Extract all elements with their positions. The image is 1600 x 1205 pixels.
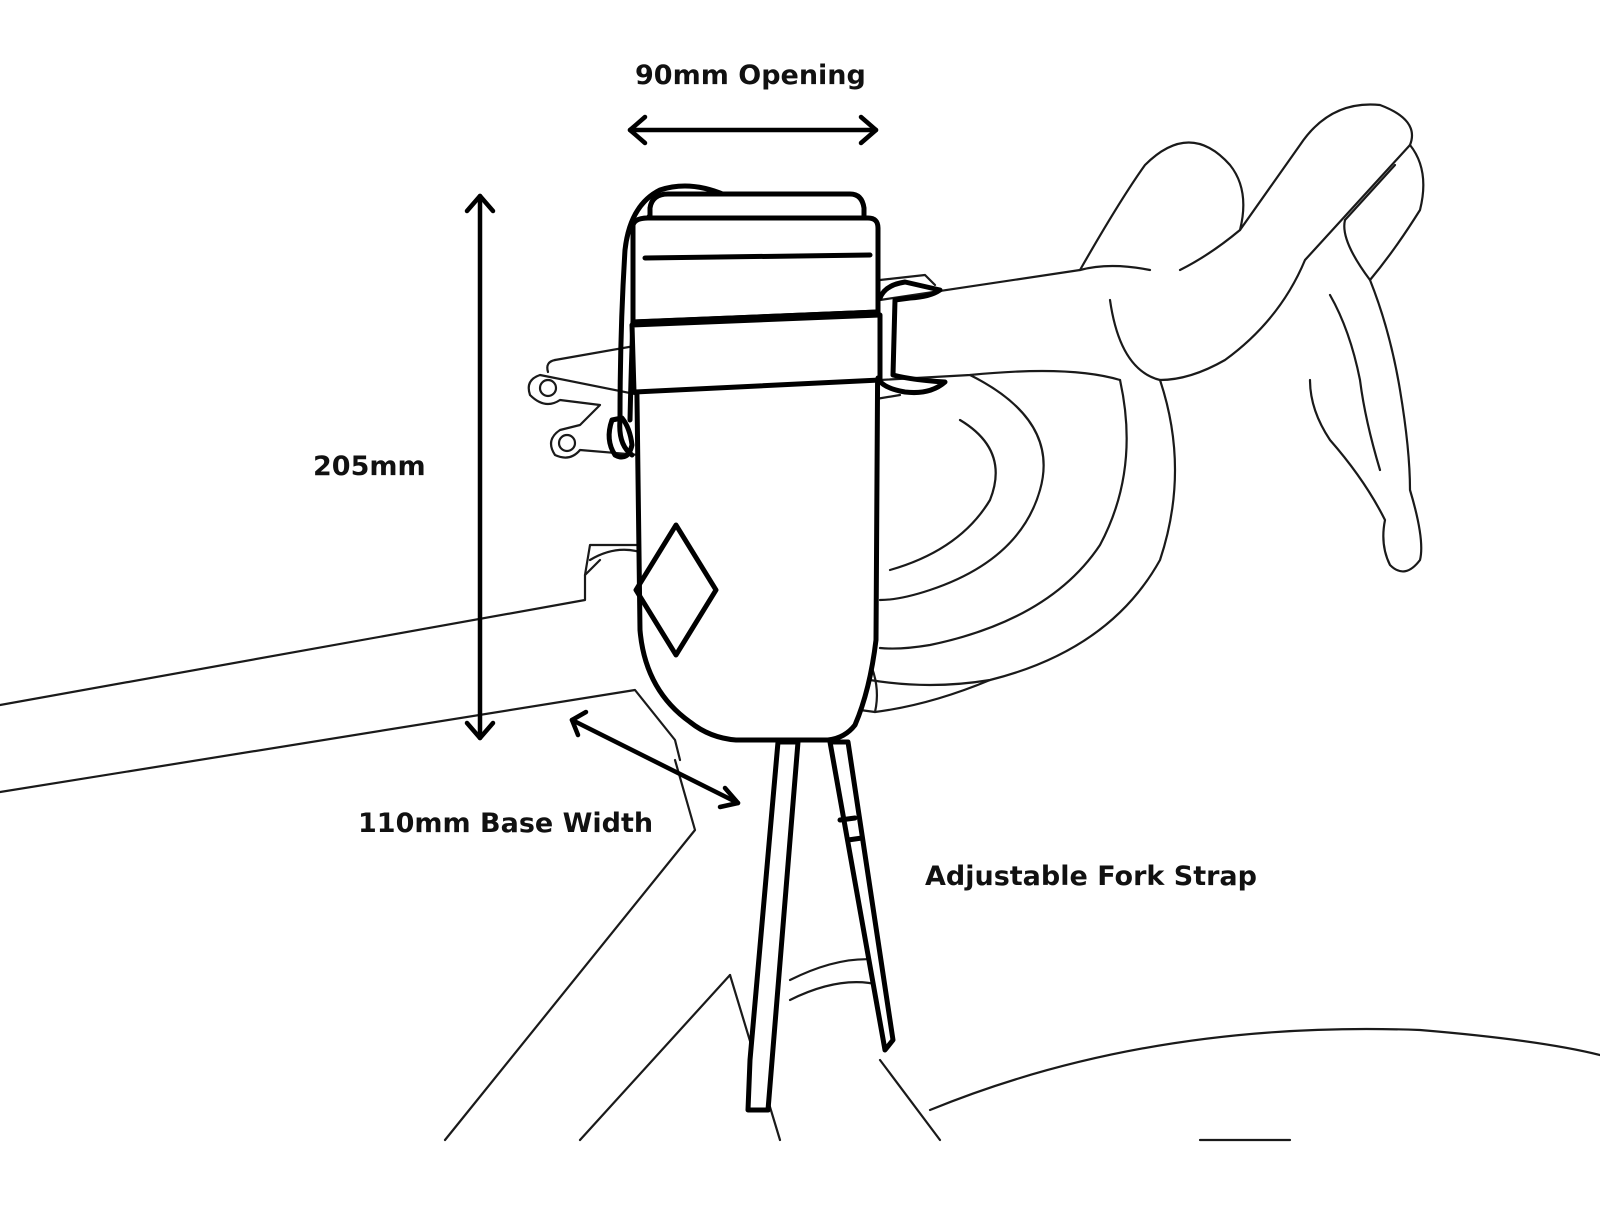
drop-inner — [878, 378, 1128, 650]
stem-bolt-bottom — [557, 433, 577, 453]
fork-strap-left — [745, 739, 801, 1113]
head-tube — [583, 543, 642, 577]
drawcord — [617, 183, 728, 458]
drop-outer — [868, 378, 1177, 687]
stem-bolt-top — [538, 378, 558, 398]
handlebar — [852, 103, 1425, 714]
brake-lever — [1308, 143, 1425, 573]
stem-bag — [606, 183, 948, 743]
stem — [527, 273, 937, 459]
fork-strap-label: Adjustable Fork Strap — [925, 861, 1257, 892]
fork-crown-curve — [788, 958, 882, 982]
down-tube — [443, 758, 697, 1142]
stem-strap — [875, 279, 948, 395]
bag-strap — [629, 312, 883, 395]
diamond-logo-icon — [633, 522, 719, 658]
opening-label: 90mm Opening — [635, 60, 866, 91]
cord-toggle — [606, 415, 635, 460]
brake-hood — [1078, 103, 1413, 382]
fork-leg-right — [878, 1058, 942, 1142]
top-tube-lower — [0, 688, 682, 794]
fork-strap-right — [827, 739, 896, 1053]
bag-lid — [647, 191, 867, 223]
height-arrow — [464, 193, 496, 741]
top-tube — [0, 558, 602, 707]
fork-leg-left — [578, 973, 732, 1142]
height-label: 205mm — [313, 451, 426, 482]
bag-collar — [630, 215, 881, 325]
opening-arrow — [627, 114, 879, 146]
base-width-arrow — [569, 709, 741, 810]
base-width-label: 110mm Base Width — [358, 808, 654, 839]
front-wheel — [928, 1027, 1600, 1112]
head-tube-ring — [588, 548, 642, 562]
fork-strap — [745, 739, 896, 1113]
fork-crown-curve-2 — [788, 981, 882, 1002]
